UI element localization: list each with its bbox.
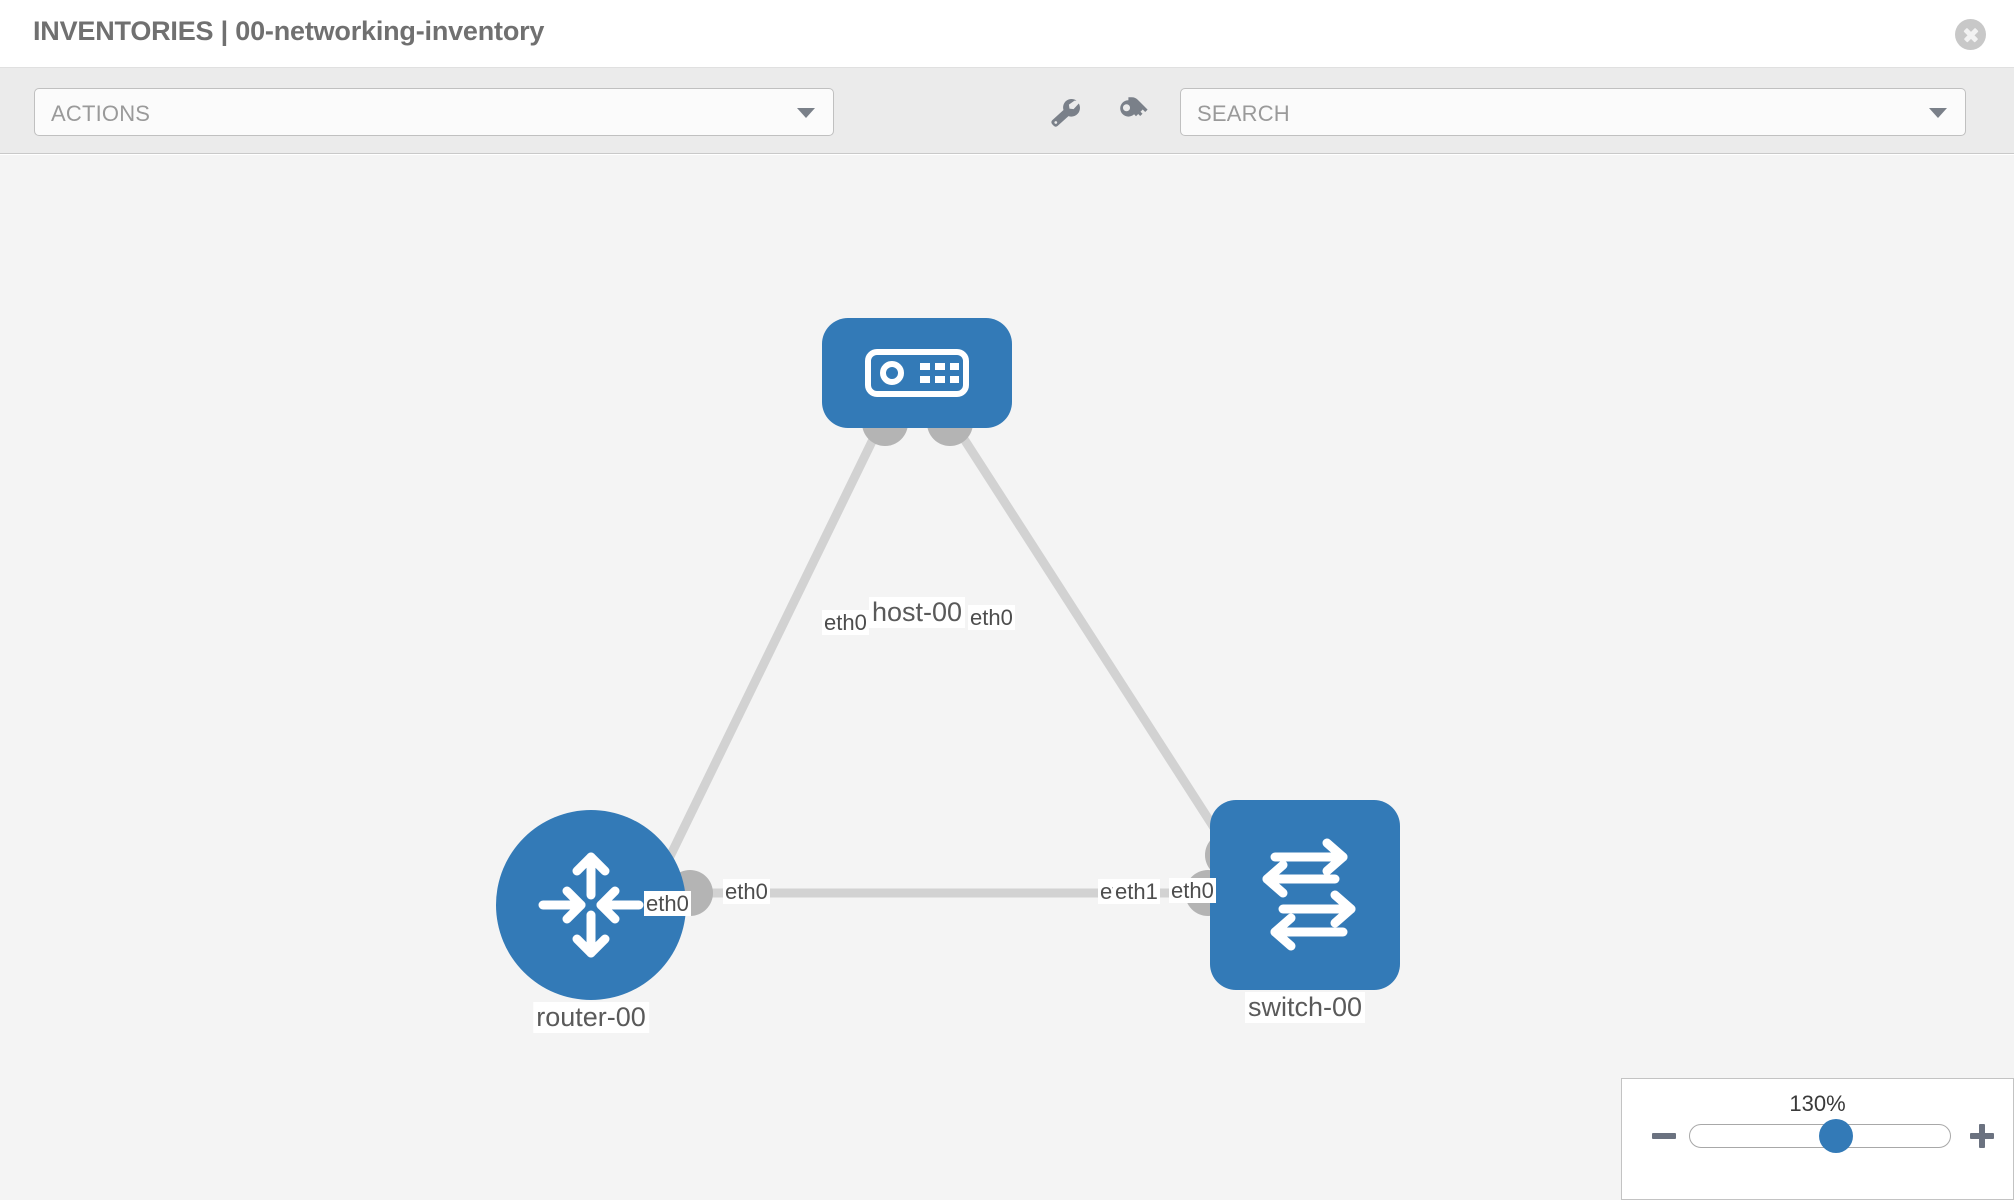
edge-label-router-up: eth0 <box>644 891 691 917</box>
node-host-00-shape <box>822 318 1012 428</box>
zoom-level-value: 130% <box>1789 1091 1846 1116</box>
edge-label-host-left: eth0 <box>822 610 869 636</box>
wrench-icon[interactable] <box>1046 96 1084 130</box>
node-router-00-label: router-00 <box>533 1002 649 1033</box>
node-host-00[interactable]: host-00 <box>822 318 1012 628</box>
actions-dropdown-label: ACTIONS <box>51 101 151 126</box>
toolbar: ACTIONS SEARCH <box>0 68 2014 154</box>
search-dropdown[interactable]: SEARCH <box>1180 88 1966 136</box>
switch-arrows-icon <box>1262 838 1356 951</box>
chevron-down-icon <box>797 108 815 118</box>
edge-label-host-right: eth0 <box>968 605 1015 631</box>
topology-links <box>655 400 1251 916</box>
link-host-router[interactable] <box>655 423 885 879</box>
chevron-down-icon <box>1929 108 1947 118</box>
topology-canvas[interactable]: host-00 <box>0 155 2014 1200</box>
page-title: INVENTORIES | 00-networking-inventory <box>33 16 545 46</box>
server-appliance-icon <box>865 349 969 397</box>
node-switch-00[interactable]: switch-00 <box>1210 800 1400 1023</box>
search-input[interactable]: SEARCH <box>1197 101 1290 126</box>
edge-label-router-right: eth0 <box>723 879 770 905</box>
zoom-out-button[interactable] <box>1651 1123 1677 1149</box>
zoom-slider-thumb[interactable] <box>1819 1119 1853 1153</box>
page-header: INVENTORIES | 00-networking-inventory <box>0 0 2014 68</box>
zoom-in-button[interactable] <box>1969 1123 1995 1149</box>
actions-dropdown[interactable]: ACTIONS <box>34 88 834 136</box>
close-icon[interactable] <box>1955 19 1986 50</box>
node-host-00-label: host-00 <box>868 597 966 628</box>
node-switch-00-label: switch-00 <box>1244 992 1366 1023</box>
zoom-slider[interactable] <box>1689 1119 1951 1153</box>
edge-label-switch-up: eth0 <box>1169 878 1216 904</box>
link-host-switch[interactable] <box>951 422 1242 868</box>
node-switch-00-shape <box>1210 800 1400 990</box>
edge-label-switch-left-eth1: eth1 <box>1113 879 1160 905</box>
key-icon[interactable] <box>1113 96 1151 130</box>
router-arrows-icon <box>538 852 644 958</box>
zoom-control-panel: 130% <box>1621 1078 2014 1200</box>
